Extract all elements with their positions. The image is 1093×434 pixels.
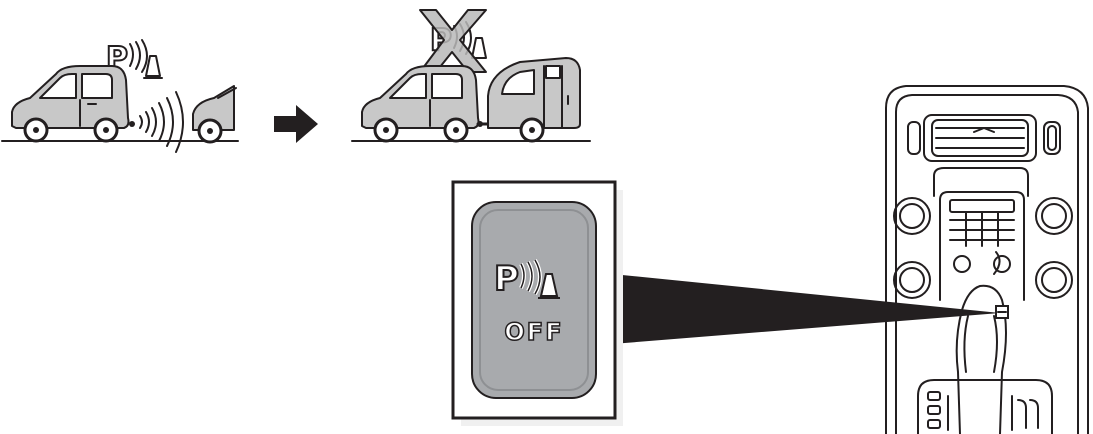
obstacle-car (192, 85, 237, 144)
trailer (487, 57, 581, 143)
callout-beam (612, 274, 1000, 344)
car (11, 65, 135, 143)
scene-towing: P (351, 9, 591, 143)
park-assist-off-button[interactable]: P OFF (471, 201, 597, 399)
button-closeup-panel: P OFF (451, 180, 623, 426)
air-vent (923, 114, 1037, 162)
towing-car (361, 65, 480, 143)
button-off-label: OFF (504, 318, 563, 346)
scene-sensor-active: P (1, 39, 239, 153)
park-assist-icon-button: P (493, 258, 560, 300)
park-assist-icon-disabled: P (419, 9, 487, 73)
control-knobs (893, 197, 1073, 299)
gear-lever (955, 284, 1009, 434)
gear-gate (917, 379, 1053, 434)
arrow-right-icon (274, 105, 318, 143)
sensor-waves (139, 91, 184, 153)
control-panel (939, 191, 1025, 301)
center-console (885, 85, 1089, 434)
button-symbol-letter: P (494, 259, 519, 299)
